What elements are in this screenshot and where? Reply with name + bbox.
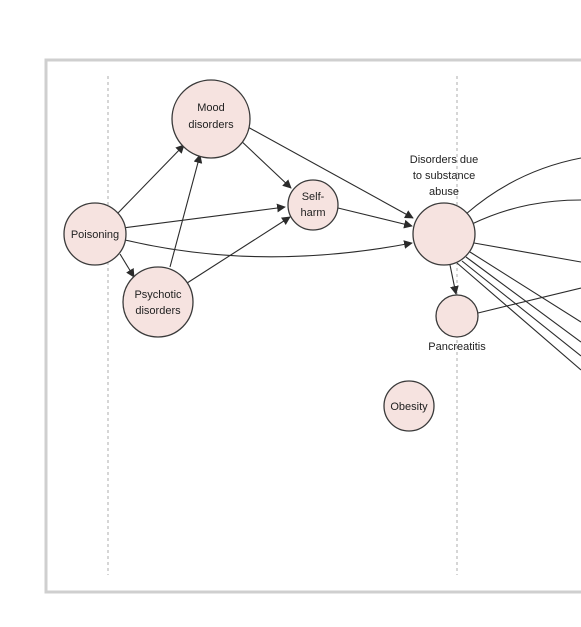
edge-poisoning-substance (124, 239, 413, 258)
node-psychotic-circle (122, 266, 194, 338)
nodes: Mood disorders Self- harm Poisoning Psyc… (63, 79, 486, 432)
edge-psychotic-mood (169, 154, 203, 268)
node-psychotic-disorders: Psychotic disorders (122, 266, 194, 338)
node-obesity-label: Obesity (390, 401, 428, 413)
node-obesity-circle (383, 380, 435, 432)
edge-substance-out-4 (469, 251, 581, 323)
node-substance-label-3: abuse (429, 186, 459, 198)
node-selfharm-label-1: Self- (302, 191, 325, 203)
edge-poisoning-mood (117, 144, 185, 214)
edge-pancreatitis-out (477, 287, 581, 314)
node-mood-disorders: Mood disorders (171, 79, 251, 159)
edge-substance-out-1 (465, 157, 581, 215)
edge-substance-out-6 (461, 260, 581, 357)
diagram-frame (44, 58, 581, 594)
edges (117, 125, 581, 371)
node-substance-label-2: to substance (413, 170, 475, 182)
node-substance-label-1: Disorders due (410, 154, 478, 166)
node-substance-abuse: Disorders due to substance abuse (410, 154, 478, 266)
node-psychotic-label-2: disorders (135, 305, 181, 317)
node-mood-label-1: Mood (197, 102, 225, 114)
node-obesity: Obesity (383, 380, 435, 432)
edge-mood-selfharm (237, 137, 292, 189)
edge-mood-substance (245, 125, 414, 219)
node-psychotic-label-1: Psychotic (134, 289, 182, 301)
node-poisoning: Poisoning (63, 202, 127, 266)
edge-substance-out-7 (456, 262, 581, 371)
edge-substance-out-5 (465, 256, 581, 343)
node-pancreatitis-circle (435, 294, 479, 338)
node-poisoning-circle (63, 202, 127, 266)
node-selfharm-circle (287, 179, 339, 231)
edge-psychotic-selfharm (183, 216, 291, 286)
edge-poisoning-psychotic (119, 253, 135, 278)
node-mood-label-2: disorders (188, 119, 234, 131)
edge-substance-pancreatitis (449, 264, 459, 295)
edge-substance-out-3 (473, 242, 581, 263)
edge-substance-out-2 (471, 199, 581, 225)
node-pancreatitis: Pancreatitis (428, 294, 486, 353)
node-poisoning-label: Poisoning (71, 229, 119, 241)
node-substance-circle (412, 202, 476, 266)
edge-poisoning-selfharm (122, 203, 286, 229)
node-mood-circle (171, 79, 251, 159)
node-pancreatitis-label: Pancreatitis (428, 341, 486, 353)
node-self-harm: Self- harm (287, 179, 339, 231)
edge-selfharm-substance (337, 207, 413, 229)
node-selfharm-label-2: harm (300, 207, 325, 219)
